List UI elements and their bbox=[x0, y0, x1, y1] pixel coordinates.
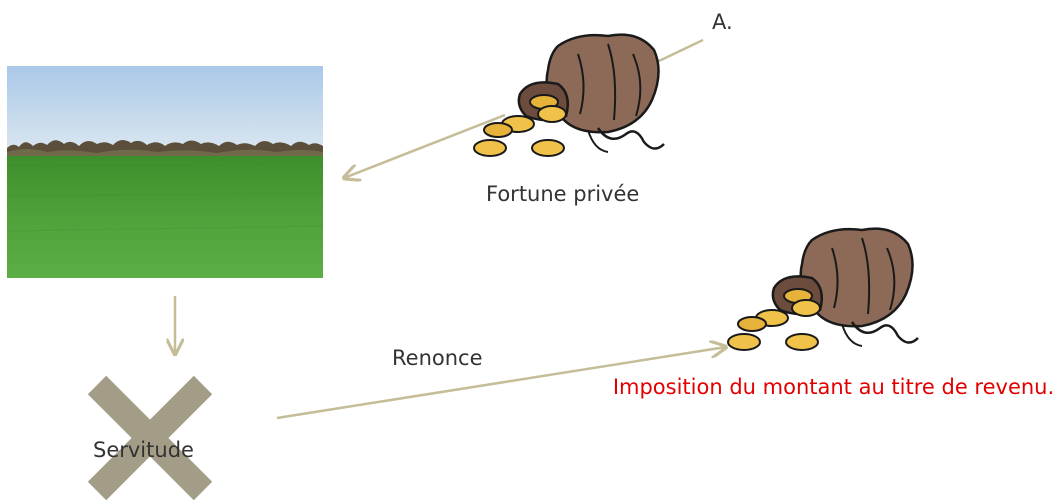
label-private-wealth: Fortune privée bbox=[486, 182, 640, 206]
field-image bbox=[6, 66, 324, 278]
servitude-to-bag-arrow bbox=[276, 347, 726, 420]
label-taxation: Imposition du montant au titre de revenu… bbox=[612, 375, 1055, 399]
money-bag-icon bbox=[727, 227, 919, 351]
servitude-cross-icon bbox=[87, 375, 213, 501]
label-renounces: Renonce bbox=[392, 346, 483, 370]
label-a: A. bbox=[712, 10, 733, 34]
wealth-to-field-arrow bbox=[344, 113, 506, 178]
money-bag-icon bbox=[473, 33, 665, 157]
label-servitude: Servitude bbox=[93, 438, 194, 462]
